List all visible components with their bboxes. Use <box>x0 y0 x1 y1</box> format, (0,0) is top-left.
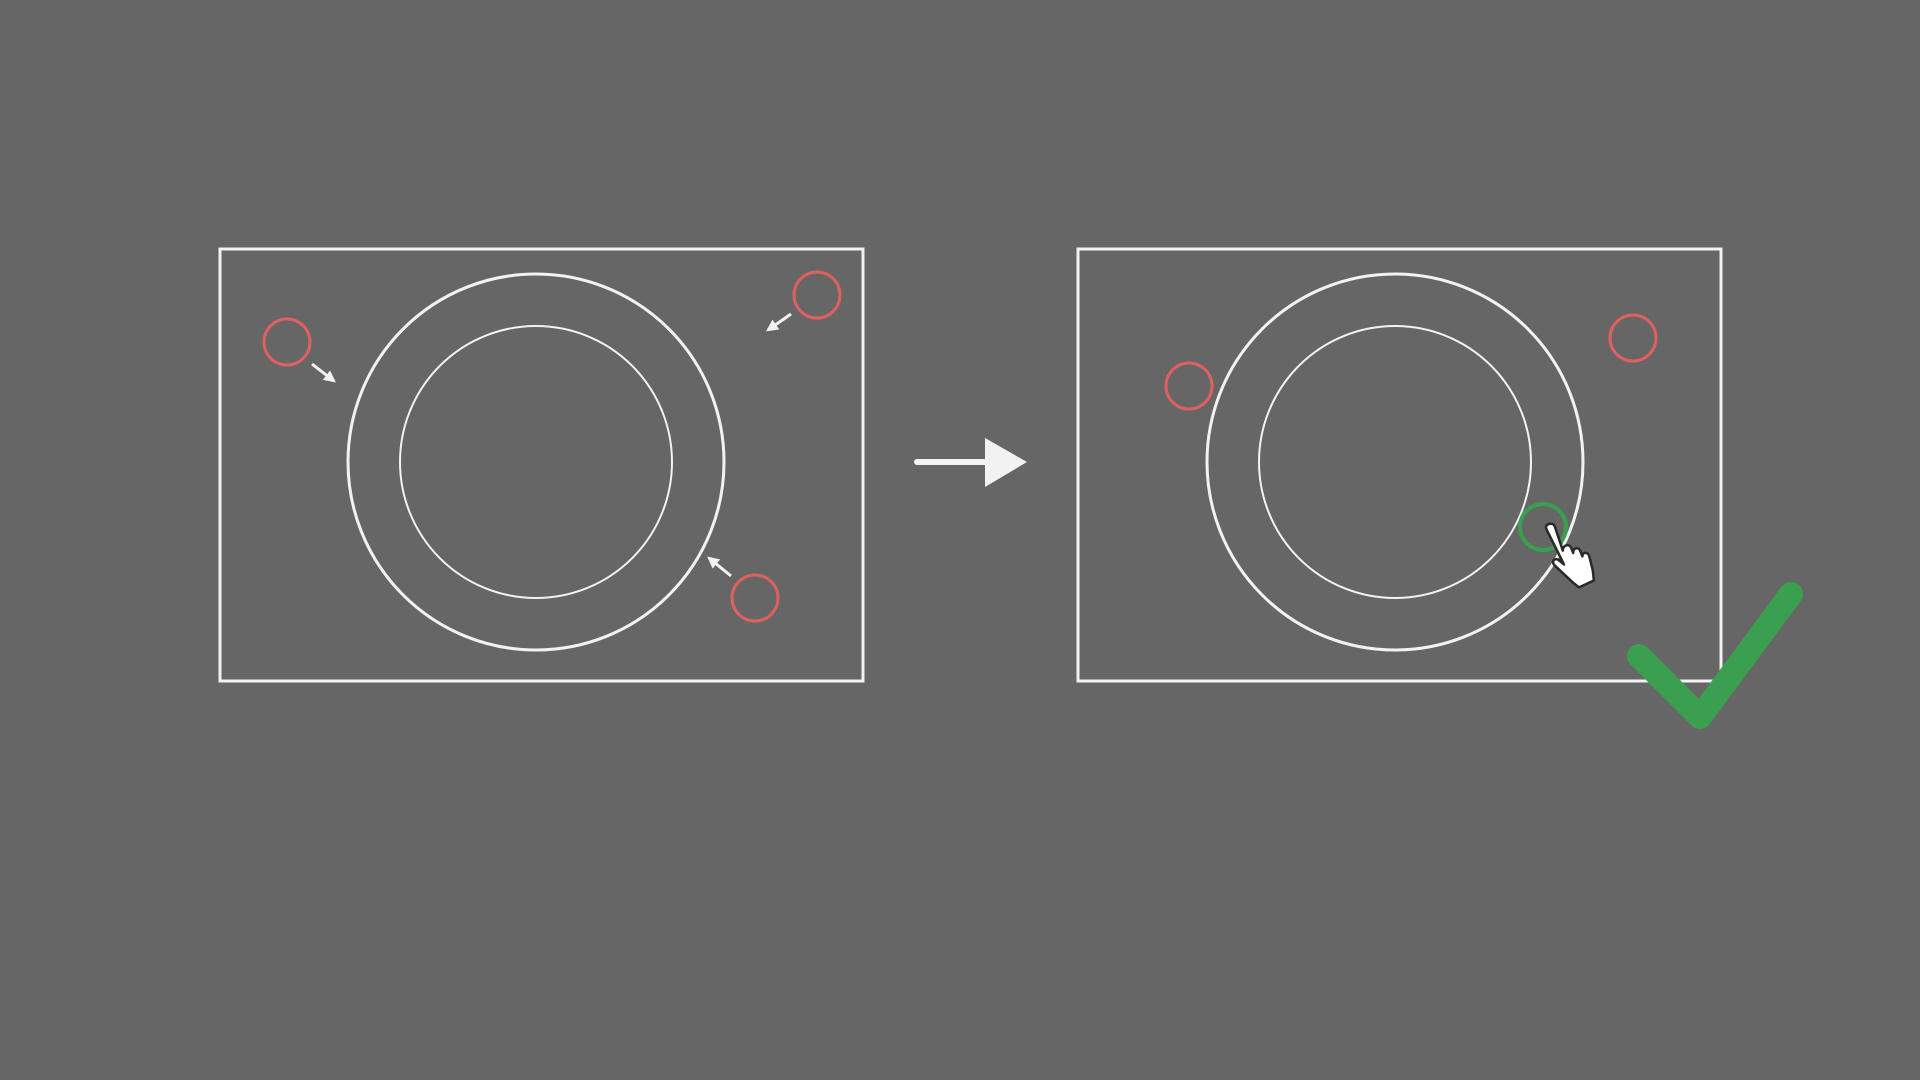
checkmark-icon <box>1627 582 1803 729</box>
after-target-left <box>1164 361 1214 411</box>
before-motion-arrow-top-left <box>311 362 336 383</box>
after-outer-ring <box>1205 272 1585 652</box>
after-target-on-ring[interactable] <box>1518 502 1568 552</box>
right-arrow-icon <box>914 438 1027 487</box>
before-panel <box>218 247 865 683</box>
pointing-hand-icon <box>1544 522 1596 589</box>
after-inner-ring <box>1258 325 1532 599</box>
before-target-top-right <box>792 270 842 320</box>
before-target-bottom-right <box>730 573 780 623</box>
after-target-top-right <box>1608 313 1658 363</box>
before-motion-arrow-bottom-right <box>707 556 732 578</box>
before-frame <box>218 247 865 683</box>
before-target-top-left <box>262 317 312 367</box>
after-frame <box>1076 247 1723 683</box>
before-outer-ring <box>346 272 726 652</box>
before-motion-arrow-top-right <box>766 312 792 332</box>
before-inner-ring <box>399 325 673 599</box>
after-panel <box>1076 247 1803 729</box>
